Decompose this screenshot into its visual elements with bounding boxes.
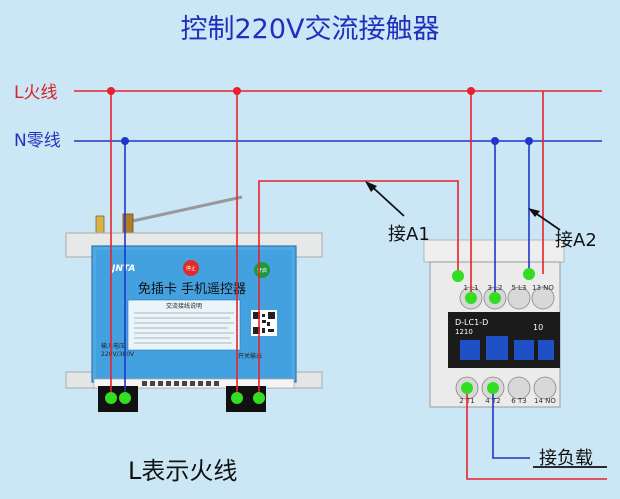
contactor-blue-actuator-2 (486, 336, 508, 360)
label-connect-a2: 接A2 (555, 230, 597, 251)
controller-name: 免插卡 手机遥控器 (138, 282, 246, 297)
contactor-blue-actuator-4 (538, 340, 554, 360)
neutral-wires (124, 141, 530, 459)
start-button (254, 262, 270, 278)
label-connect-load: 接负载 (539, 448, 593, 469)
start-button-label: 开启 (257, 267, 267, 274)
contactor-model: D-LC1-D (455, 318, 488, 327)
neutral-wire-label: N零线 (14, 131, 61, 151)
input-voltage-label: 输入电压 (101, 342, 125, 350)
top-terminal-5: 5 L3 (511, 284, 526, 292)
controller-brand: JNTA (110, 264, 135, 274)
live-wire-label: L火线 (14, 83, 57, 103)
contactor-blue-actuator-1 (460, 340, 480, 360)
live-wires (110, 91, 607, 480)
wiring-rules-panel (127, 299, 241, 351)
power-terminal-block (98, 386, 138, 412)
bottom-terminal-6: 6 T3 (511, 397, 526, 405)
antenna (127, 195, 243, 224)
contactor-model-code: 1210 (455, 328, 473, 336)
diagram-title: 控制220V交流接触器 (180, 14, 439, 45)
input-voltage-value: 220V/380V (101, 351, 135, 358)
qr-code (251, 310, 277, 336)
bottom-terminal-14: 14 NO (534, 397, 556, 405)
annotation-arrows (365, 181, 607, 468)
relay-output-label: 开关输出 (238, 352, 262, 360)
live-junction-dots (107, 87, 475, 95)
stop-button (183, 260, 199, 276)
green-connection-points (105, 268, 535, 404)
contactor-blue-actuator-3 (514, 340, 534, 360)
neutral-junction-dots (121, 137, 533, 145)
top-terminal-13: 13 NO (532, 284, 554, 292)
contactor-rating: 10 (533, 323, 543, 332)
remote-controller-module: JNTA 停止 开启 免插卡 手机遥控器 交流接线说明 输入电压 (65, 232, 323, 412)
wiring-rules-title: 交流接线说明 (166, 302, 202, 310)
label-connect-a1: 接A1 (388, 224, 430, 245)
stop-button-label: 停止 (186, 265, 196, 272)
legend-live-wire: L表示火线 (128, 457, 237, 485)
